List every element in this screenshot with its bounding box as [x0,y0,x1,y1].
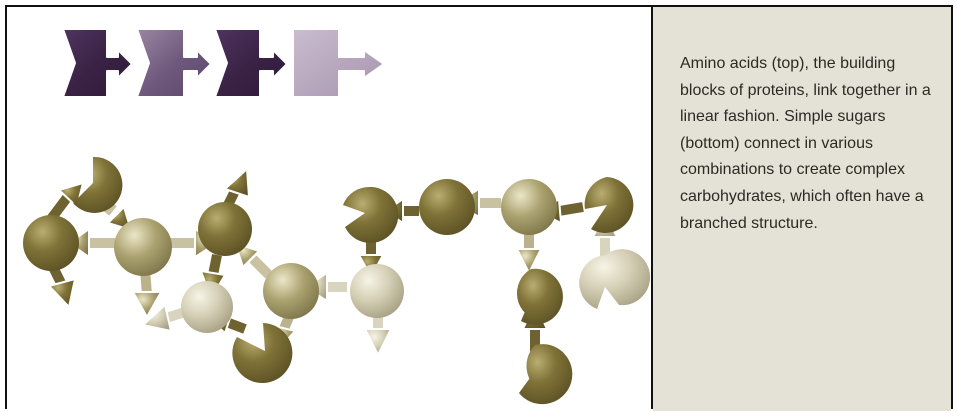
amino-acid-4 [292,28,385,98]
amino-acid-1 [62,28,133,98]
sugar-unit [198,202,252,256]
sugar-molecules [23,156,651,405]
figure-frame: Amino acids (top), the building blocks o… [5,5,953,411]
sugar-unit [584,177,634,233]
sugar-unit [263,263,319,319]
sugar-unit [114,218,172,276]
sugar-unit [181,281,233,333]
sugar-unit [519,344,573,405]
sugar-unit [23,215,79,271]
amino-acid-2 [136,28,212,98]
sugar-unit [419,179,475,235]
sugar-unit [350,264,404,318]
sugar-unit [232,323,293,383]
sugar-unit [343,186,399,243]
panel-divider [651,7,653,409]
sugar-unit [73,156,123,213]
amino-acid-chain-icon [62,28,385,98]
molecule-illustration [23,28,651,405]
caption-panel: Amino acids (top), the building blocks o… [653,7,951,411]
amino-acid-3 [214,28,288,98]
sugar-unit [579,249,651,309]
sugar-unit [501,179,557,235]
sugar-unit [516,268,563,325]
figure-caption: Amino acids (top), the building blocks o… [680,55,931,232]
sugar-branch-icon [23,156,651,405]
